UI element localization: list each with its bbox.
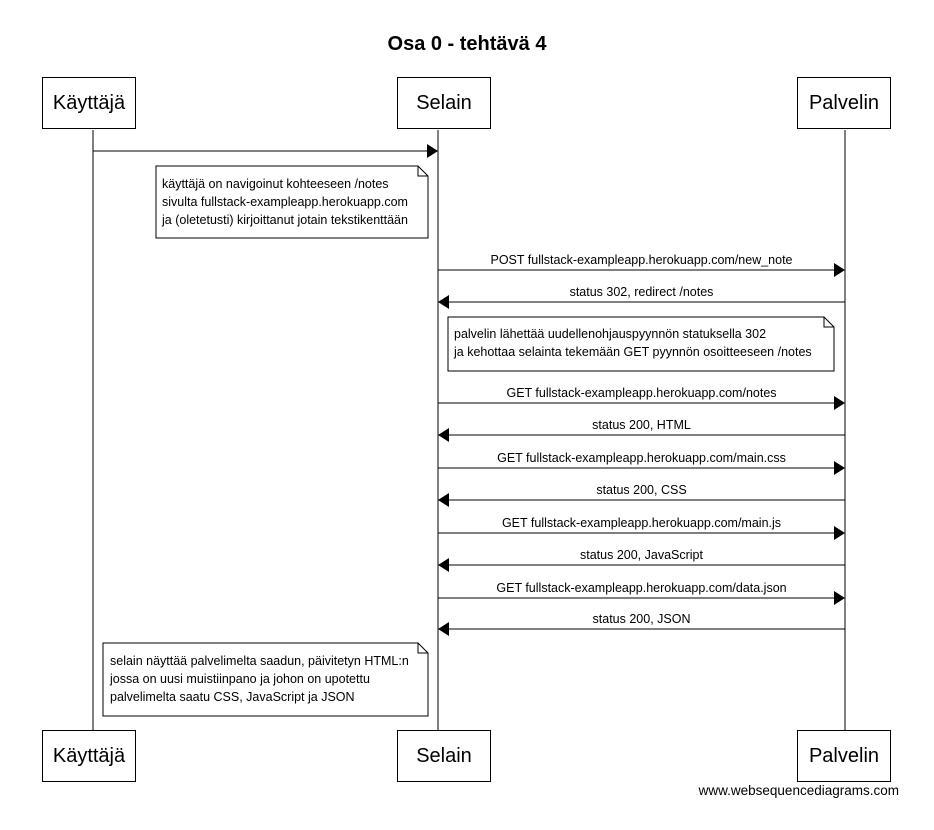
participant-palvelin-bottom: Palvelin <box>797 730 891 782</box>
note-fold-1 <box>417 166 428 177</box>
message-arrowhead-3 <box>834 396 845 410</box>
message-label-7: GET fullstack-exampleapp.herokuapp.com/m… <box>501 516 782 530</box>
message-label-8: status 200, JavaScript <box>580 548 703 562</box>
participant-kayttaja-bottom: Käyttäjä <box>42 730 136 782</box>
note-fold-3 <box>417 643 428 654</box>
message-label-2: status 302, redirect /notes <box>569 285 714 299</box>
message-arrowhead-8 <box>438 558 449 572</box>
message-arrowhead-9 <box>834 591 845 605</box>
message-arrowhead-6 <box>438 493 449 507</box>
message-label-1: POST fullstack-exampleapp.herokuapp.com/… <box>490 253 793 267</box>
note-1: käyttäjä on navigoinut kohteeseen /notes… <box>162 177 408 227</box>
participant-selain-bottom: Selain <box>397 730 491 782</box>
message-arrowhead-2 <box>438 295 449 309</box>
participant-kayttaja-top: Käyttäjä <box>42 77 136 129</box>
footer-credit: www.websequencediagrams.com <box>698 783 899 798</box>
message-arrowhead-4 <box>438 428 449 442</box>
message-label-6: status 200, CSS <box>596 483 687 497</box>
message-label-9: GET fullstack-exampleapp.herokuapp.com/d… <box>496 581 787 595</box>
message-label-5: GET fullstack-exampleapp.herokuapp.com/m… <box>497 451 786 465</box>
note-2: palvelin lähettää uudellenohjauspyynnön … <box>454 327 812 359</box>
note-fold-2 <box>823 317 834 328</box>
message-arrowhead-5 <box>834 461 845 475</box>
diagram-title: Osa 0 - tehtävä 4 <box>387 33 547 55</box>
note-box-2 <box>447 316 835 372</box>
message-arrowhead-7 <box>834 526 845 540</box>
note-box-1 <box>155 165 429 239</box>
message-arrowhead-10 <box>438 622 449 636</box>
participant-palvelin-top: Palvelin <box>797 77 891 129</box>
message-label-4: status 200, HTML <box>592 418 691 432</box>
participant-selain-top: Selain <box>397 77 491 129</box>
message-arrowhead-0 <box>427 144 438 158</box>
message-label-10: status 200, JSON <box>592 612 691 626</box>
message-arrowhead-1 <box>834 263 845 277</box>
note-3: selain näyttää palvelimelta saadun, päiv… <box>110 654 409 704</box>
message-label-3: GET fullstack-exampleapp.herokuapp.com/n… <box>506 386 777 400</box>
note-box-3 <box>102 642 429 717</box>
